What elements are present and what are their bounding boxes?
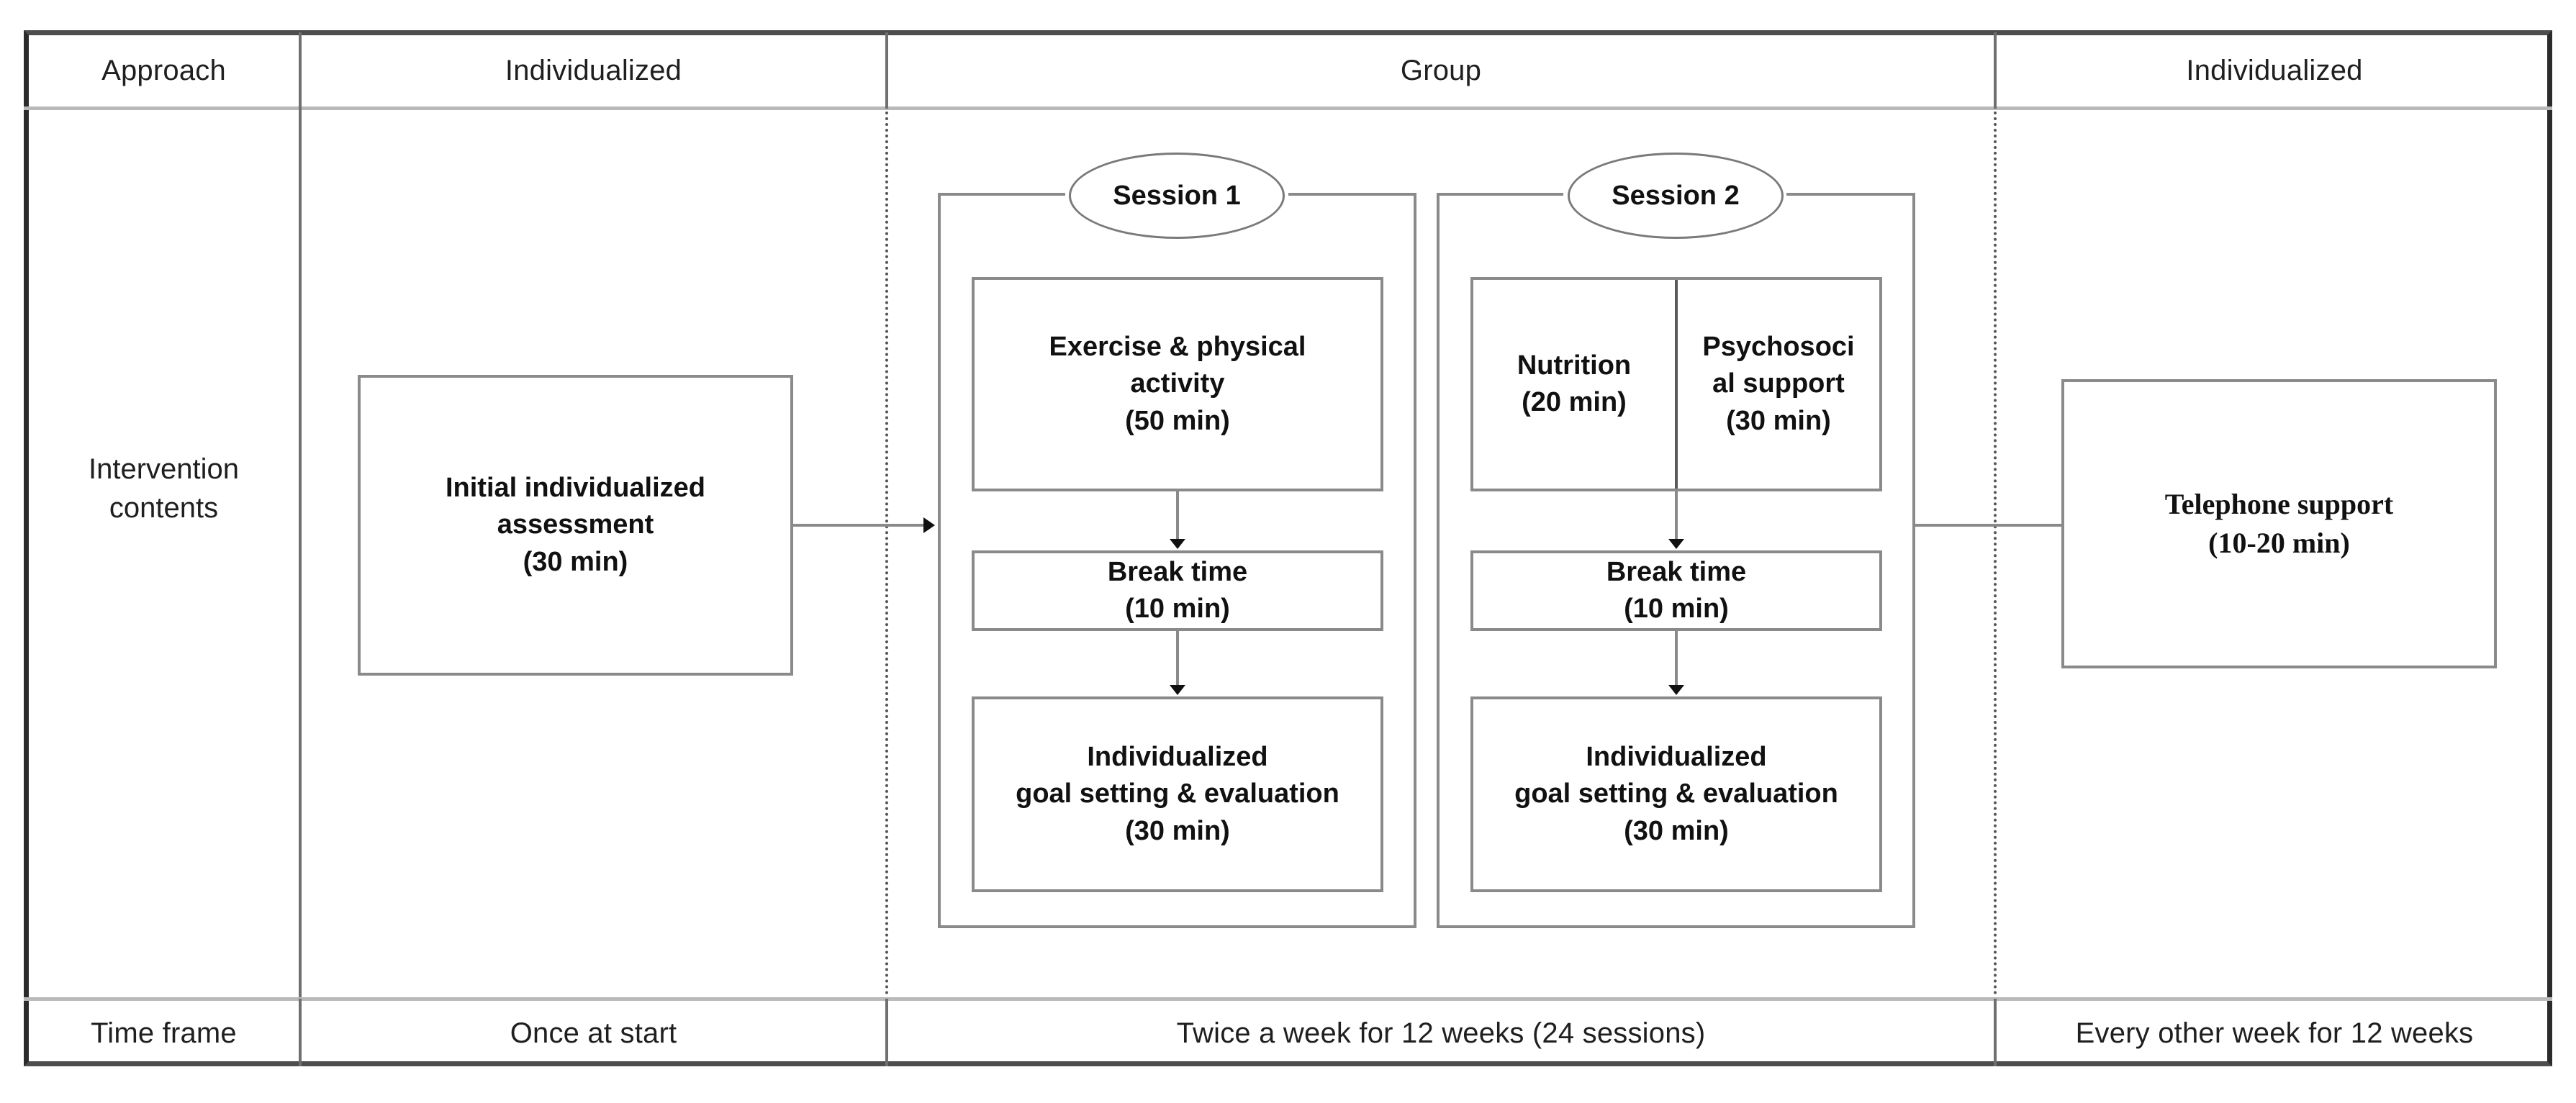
session-2-nutrition-half[interactable]: Nutrition (20 min)	[1473, 280, 1678, 489]
s2-goal-line1: Individualized	[1586, 742, 1767, 773]
time-frame-individualized-left: Once at start	[510, 1017, 677, 1049]
time-frame-individualized-right: Every other week for 12 weeks	[2075, 1017, 2474, 1049]
session-1-break-box[interactable]: Break time (10 min)	[972, 550, 1383, 631]
arrow-assessment-to-session1	[923, 517, 935, 533]
row-header-intervention-contents: Intervention contents	[29, 450, 299, 527]
session-2-arrow-1	[1668, 539, 1684, 549]
s1-activity-line1: Exercise & physical	[1049, 332, 1306, 363]
initial-assessment-box[interactable]: Initial individualized assessment (30 mi…	[358, 375, 793, 676]
column-separator-2-dotted	[885, 112, 888, 995]
telephone-line1: Telephone support	[2164, 488, 2394, 520]
s2-goal-line2: goal setting & evaluation	[1514, 779, 1838, 809]
s2-goal-line3: (30 min)	[1624, 815, 1729, 846]
approach-individualized-right: Individualized	[2186, 54, 2363, 86]
s2-nutrition-line2: (20 min)	[1522, 387, 1627, 417]
column-separator-1-footer	[299, 999, 302, 1066]
s2-psychosocial-line1: Psychosoci	[1702, 332, 1855, 363]
session-1-connector-2	[1176, 631, 1179, 686]
session-2-connector-2	[1675, 631, 1678, 686]
assessment-line1: Initial individualized	[445, 473, 706, 504]
column-separator-1-header	[299, 32, 302, 109]
row-header-time-frame: Time frame	[91, 1017, 237, 1049]
column-separator-2-header	[885, 32, 888, 109]
s1-break-line2: (10 min)	[1125, 594, 1230, 624]
footer-row-divider	[24, 997, 2552, 1001]
session-1-title-ellipse: Session 1	[1069, 153, 1285, 239]
s1-goal-line2: goal setting & evaluation	[1016, 779, 1339, 809]
session-2-title-ellipse: Session 2	[1568, 153, 1784, 239]
assessment-line2: assessment	[497, 509, 654, 540]
session-2-psychosocial-half[interactable]: Psychosoci al support (30 min)	[1678, 280, 1879, 489]
session-2-break-box[interactable]: Break time (10 min)	[1470, 550, 1882, 631]
column-separator-3-header	[1994, 32, 1997, 109]
session-1-arrow-1	[1170, 539, 1185, 549]
time-frame-group: Twice a week for 12 weeks (24 sessions)	[1176, 1017, 1706, 1049]
session-2-goal-box[interactable]: Individualized goal setting & evaluation…	[1470, 696, 1882, 892]
column-separator-2-footer	[885, 999, 888, 1066]
s1-activity-line2: activity	[1130, 368, 1225, 399]
telephone-line2: (10-20 min)	[2208, 527, 2350, 559]
s2-break-line2: (10 min)	[1624, 594, 1729, 624]
session-2-arrow-2	[1668, 685, 1684, 695]
s2-break-line1: Break time	[1606, 556, 1747, 587]
column-separator-3-dotted	[1994, 112, 1997, 995]
session-1-title: Session 1	[1113, 180, 1241, 211]
column-separator-3-footer	[1994, 999, 1997, 1066]
s2-nutrition-line1: Nutrition	[1517, 350, 1632, 381]
session-2-topic-box[interactable]: Nutrition (20 min) Psychosoci al support…	[1470, 277, 1882, 491]
session-1-arrow-2	[1170, 685, 1185, 695]
session-2-connector-1	[1675, 491, 1678, 540]
column-separator-1-middle	[299, 109, 302, 997]
s2-psychosocial-line2: al support	[1712, 368, 1845, 399]
connector-session2-to-telephone	[1915, 524, 2063, 527]
approach-individualized-left: Individualized	[505, 54, 682, 86]
approach-group: Group	[1400, 54, 1482, 86]
s1-goal-line1: Individualized	[1087, 742, 1268, 773]
row-header-approach: Approach	[101, 54, 226, 86]
s1-goal-line3: (30 min)	[1125, 815, 1230, 846]
s2-psychosocial-line3: (30 min)	[1726, 405, 1831, 436]
intervention-contents-line1: Intervention contents	[88, 453, 240, 524]
session-1-exercise-box[interactable]: Exercise & physical activity (50 min)	[972, 277, 1383, 491]
s1-activity-line3: (50 min)	[1125, 405, 1230, 436]
s1-break-line1: Break time	[1107, 556, 1248, 587]
session-1-goal-box[interactable]: Individualized goal setting & evaluation…	[972, 696, 1383, 892]
connector-assessment-to-session1	[793, 524, 926, 527]
table-frame	[24, 30, 2552, 1066]
header-row-divider	[24, 106, 2552, 110]
telephone-support-box[interactable]: Telephone support (10-20 min)	[2061, 379, 2497, 668]
assessment-line3: (30 min)	[523, 546, 628, 577]
session-2-title: Session 2	[1612, 180, 1740, 211]
session-1-connector-1	[1176, 491, 1179, 540]
